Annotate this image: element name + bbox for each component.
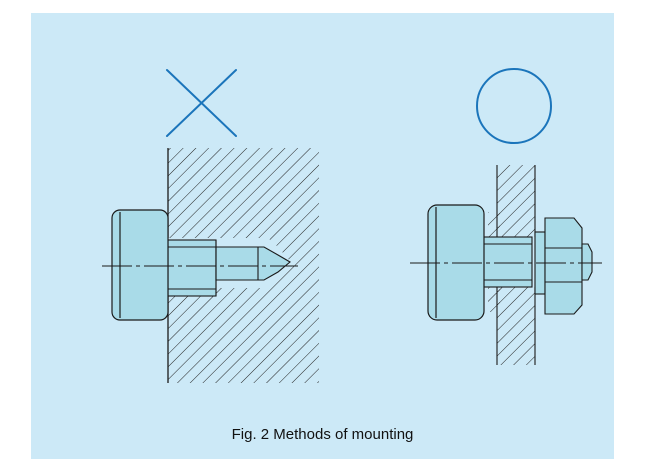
- stud-shaft-right: [481, 236, 533, 288]
- hex-nut: [544, 217, 583, 315]
- circle-mark-icon: [476, 68, 552, 144]
- roller-head-left: [111, 209, 169, 321]
- figure-caption: Fig. 2 Methods of mounting: [231, 426, 414, 443]
- incorrect-mounting-example: [102, 69, 319, 383]
- stud-shaft-left: [167, 239, 291, 297]
- roller-head-right: [427, 204, 485, 321]
- correct-mounting-example: [410, 68, 602, 365]
- cross-mark-icon: [166, 69, 237, 137]
- stud-tip: [581, 243, 593, 281]
